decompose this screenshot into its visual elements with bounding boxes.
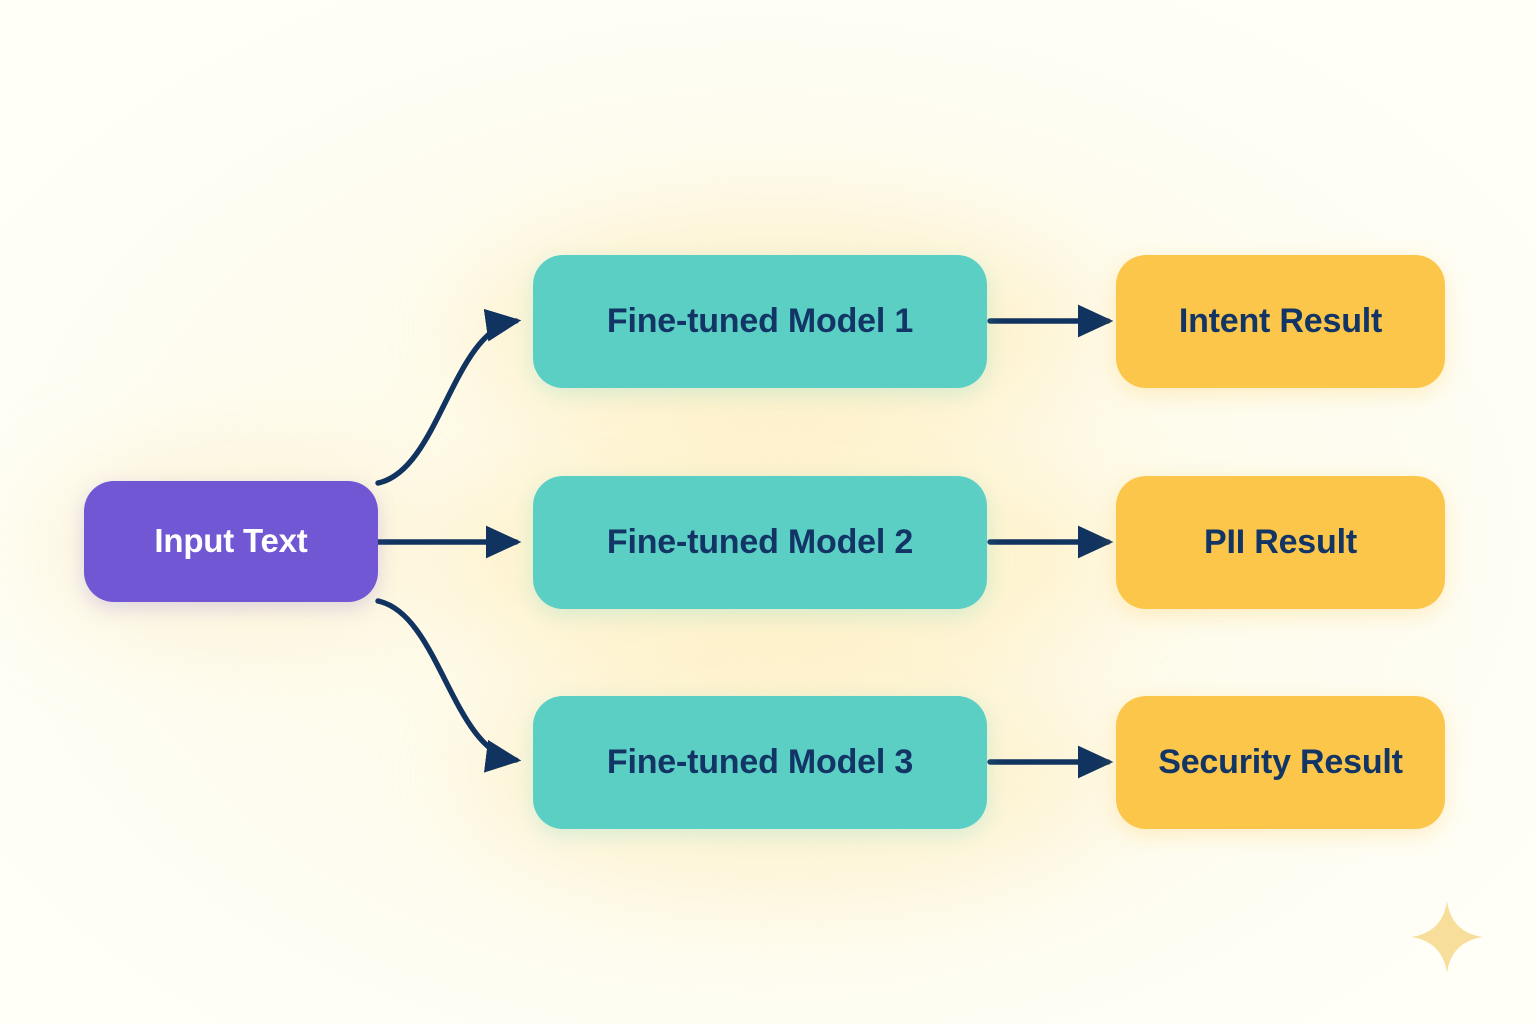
node-pii-result[interactable]: PII Result: [1116, 476, 1445, 609]
node-security-result-label: Security Result: [1158, 742, 1403, 781]
node-security-result[interactable]: Security Result: [1116, 696, 1445, 829]
node-fine-tuned-model-2[interactable]: Fine-tuned Model 2: [533, 476, 987, 609]
node-fine-tuned-model-2-label: Fine-tuned Model 2: [606, 522, 914, 561]
node-fine-tuned-model-1[interactable]: Fine-tuned Model 1: [533, 255, 987, 388]
node-intent-result[interactable]: Intent Result: [1116, 255, 1445, 388]
node-pii-result-label: PII Result: [1204, 522, 1357, 561]
node-input-text[interactable]: Input Text: [84, 481, 378, 602]
node-intent-result-label: Intent Result: [1178, 301, 1383, 340]
node-fine-tuned-model-3-label: Fine-tuned Model 3: [606, 742, 914, 781]
edge-input-to-model-1: [375, 308, 522, 486]
edge-input-to-model-3: [375, 598, 522, 773]
node-fine-tuned-model-1-label: Fine-tuned Model 1: [606, 301, 914, 340]
node-input-text-label: Input Text: [154, 522, 308, 560]
node-fine-tuned-model-3[interactable]: Fine-tuned Model 3: [533, 696, 987, 829]
